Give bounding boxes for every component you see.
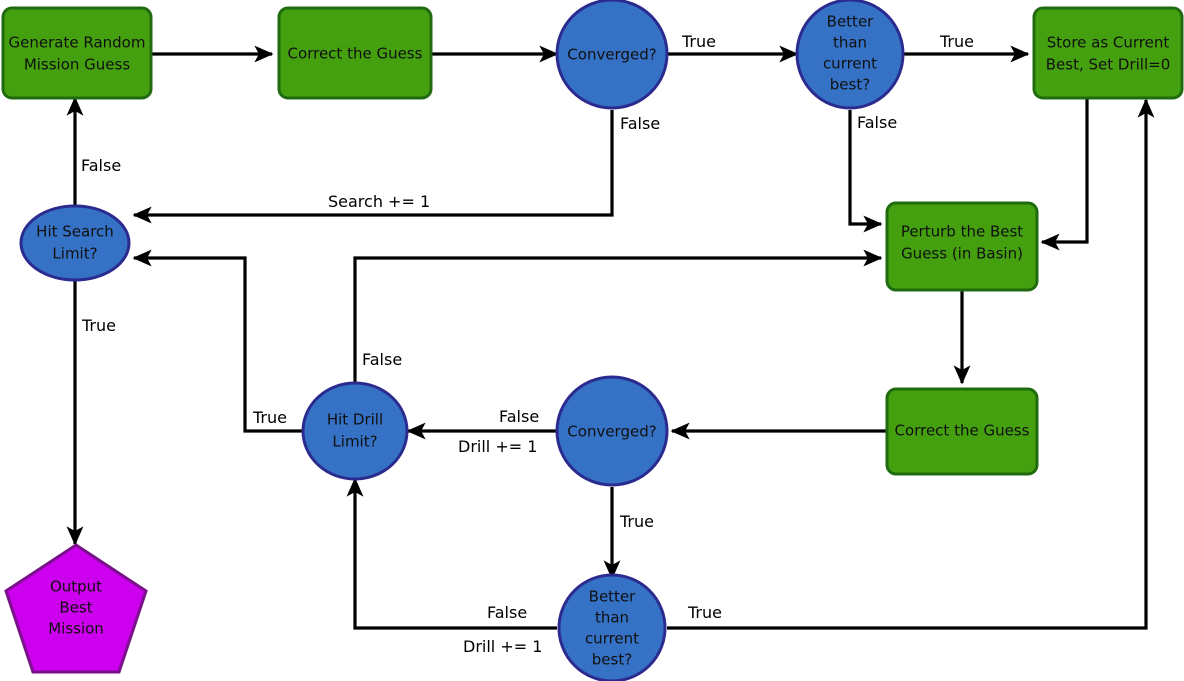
node-label-line: Output <box>50 578 102 596</box>
node-store-as-current-best[interactable]: Store as Current Best, Set Drill=0 <box>1032 6 1184 100</box>
edge-better2-false-to-hit-drill <box>346 477 557 630</box>
node-shape-process <box>1032 6 1184 100</box>
edge-label-search-increment: Search += 1 <box>328 192 430 211</box>
edge-label-converged1-true: True <box>681 32 716 51</box>
edge-label-hit-drill-false: False <box>362 350 402 369</box>
edge-label-converged2-false: False <box>499 407 539 426</box>
edge-label-converged2-drill-increment: Drill += 1 <box>458 437 537 456</box>
node-label-line: Limit? <box>52 245 97 263</box>
node-label-line: Converged? <box>567 46 656 64</box>
edge-label-converged1-false: False <box>620 114 660 133</box>
node-label-line: Generate Random <box>9 34 146 52</box>
node-hit-search-limit[interactable]: Hit Search Limit? <box>19 204 131 282</box>
node-shape-decision <box>301 381 409 481</box>
edge-label-better2-true: True <box>687 603 722 622</box>
node-label-line: than <box>833 34 867 52</box>
node-shape-decision <box>19 204 131 282</box>
node-shape-process <box>277 6 433 100</box>
node-label-line: current <box>823 55 877 73</box>
node-generate-random-mission-guess[interactable]: Generate Random Mission Guess <box>1 6 153 100</box>
node-label-line: current <box>585 630 639 648</box>
node-hit-drill-limit[interactable]: Hit Drill Limit? <box>301 381 409 481</box>
node-label-line: Hit Search <box>36 223 114 241</box>
node-better-than-current-best-bottom[interactable]: Better than current best? <box>557 573 667 681</box>
node-shape-pentagon <box>4 543 148 674</box>
node-shape-process <box>1 6 153 100</box>
node-perturb-the-best-guess[interactable]: Perturb the Best Guess (in Basin) <box>885 201 1039 292</box>
node-label-line: Limit? <box>332 433 377 451</box>
node-shape-process <box>885 387 1039 476</box>
node-label-line: Converged? <box>567 423 656 441</box>
node-label-line: Better <box>589 588 637 606</box>
edge-better1-false-to-perturb <box>848 110 883 233</box>
edge-label-better1-true: True <box>939 32 974 51</box>
edge-label-better2-drill-increment: Drill += 1 <box>463 637 542 656</box>
node-label-line: Mission <box>48 620 104 638</box>
node-shape-process <box>885 201 1039 292</box>
node-label-line: Correct the Guess <box>895 422 1030 440</box>
node-label-line: best? <box>830 76 870 94</box>
node-shape-decision <box>795 0 905 110</box>
edges <box>66 45 1155 630</box>
node-label-line: Store as Current <box>1047 34 1170 52</box>
node-label-line: Mission Guess <box>24 56 131 74</box>
edge-label-better2-false: False <box>487 603 527 622</box>
edge-label-hit-search-true: True <box>81 316 116 335</box>
node-label-line: best? <box>592 651 632 669</box>
node-label-line: Perturb the Best <box>901 223 1023 241</box>
edge-hit-drill-true-to-hit-search <box>132 249 303 433</box>
edge-converged1-false-to-hit-search <box>132 110 614 224</box>
edge-label-better1-false: False <box>857 113 897 132</box>
edge-store-to-perturb <box>1040 97 1089 251</box>
node-label-line: Best <box>59 599 92 617</box>
node-label-line: Guess (in Basin) <box>901 245 1023 263</box>
edge-better2-true-to-store <box>667 98 1155 630</box>
edge-label-converged2-true: True <box>619 512 654 531</box>
node-output-best-mission[interactable]: Output Best Mission <box>4 543 148 674</box>
edge-label-hit-search-false: False <box>81 156 121 175</box>
node-better-than-current-best-top[interactable]: Better than current best? <box>795 0 905 110</box>
node-label-line: Better <box>827 13 875 31</box>
node-label-line: Hit Drill <box>327 411 383 429</box>
node-converged-bottom[interactable]: Converged? <box>555 375 669 487</box>
node-converged-top[interactable]: Converged? <box>555 0 669 110</box>
edge-hit-drill-false-to-perturb <box>353 249 883 387</box>
node-shape-decision <box>555 375 669 487</box>
node-shape-decision <box>555 0 669 110</box>
edge-labels: True False True False Search += 1 False … <box>81 32 974 656</box>
node-correct-the-guess-bottom[interactable]: Correct the Guess <box>885 387 1039 476</box>
node-label-line: Correct the Guess <box>288 45 423 63</box>
node-label-line: than <box>595 609 629 627</box>
edge-label-hit-drill-true: True <box>252 408 287 427</box>
node-correct-the-guess-top[interactable]: Correct the Guess <box>277 6 433 100</box>
node-label-line: Best, Set Drill=0 <box>1046 56 1170 74</box>
node-shape-decision <box>557 573 667 681</box>
